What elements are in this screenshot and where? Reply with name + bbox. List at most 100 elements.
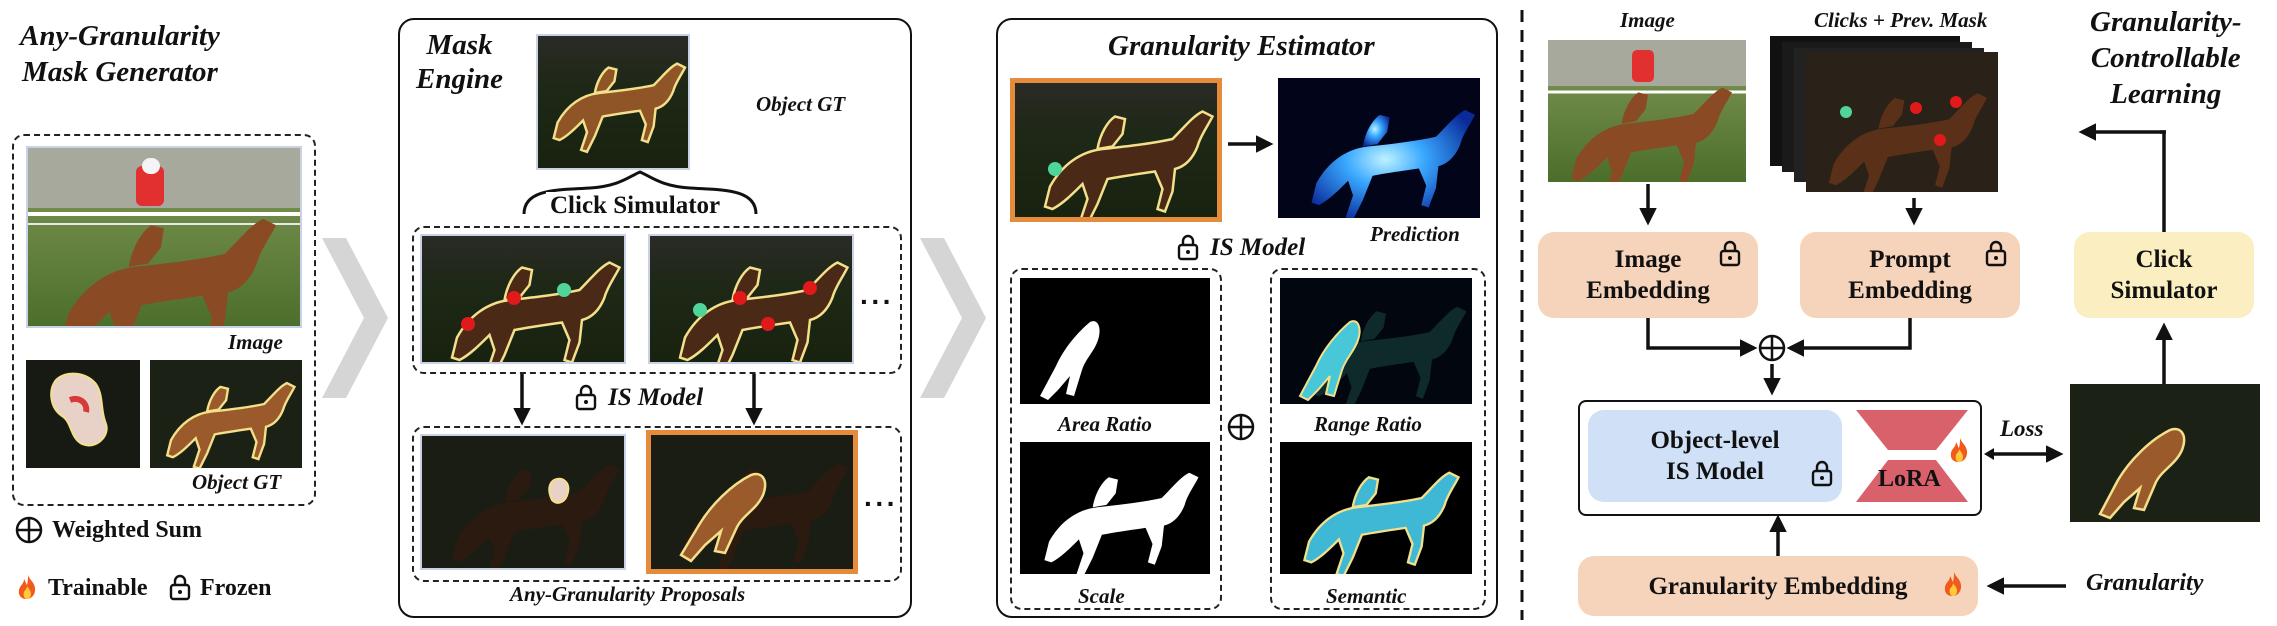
clicks-prev-mask-image	[1806, 52, 1998, 192]
estimator-lock-icon	[1177, 234, 1199, 261]
engine-object-gt	[536, 34, 690, 170]
output-mask	[2070, 384, 2260, 522]
weighted-sum-icon	[1227, 413, 1255, 441]
range-ratio-label: Range Ratio	[1314, 412, 1422, 436]
legend-weighted-sum: Weighted Sum	[52, 517, 203, 543]
horse-input-image	[1015, 83, 1217, 217]
legend-frozen: Frozen	[200, 575, 272, 601]
engine-is-model-label: IS Model	[608, 384, 704, 411]
mask-engine-title-line1: Mask	[426, 29, 493, 61]
mask-engine-title-line2: Engine	[416, 63, 504, 95]
left-image-photo	[26, 146, 302, 328]
granularity-to-model-arrow	[1769, 514, 1787, 556]
click-simulator-line1: Click	[2135, 246, 2193, 273]
prediction-map	[1278, 78, 1480, 218]
learning-horse-image	[1548, 40, 1746, 182]
image-embedding-line2: Embedding	[1586, 277, 1710, 304]
is-model-lock-icon	[1811, 460, 1833, 487]
range-ratio-map	[1280, 278, 1472, 404]
trainable-flame-icon	[18, 575, 36, 599]
output-mask-image	[2070, 384, 2260, 522]
horse-mask-image	[150, 360, 302, 468]
is-model-line2: IS Model	[1666, 458, 1764, 485]
proposals-ellipsis: ···	[864, 488, 898, 519]
prompt-embedding-block: Prompt Embedding	[1800, 232, 2020, 318]
weighted-sum-icon	[15, 516, 43, 544]
click-simulator-block: Click Simulator	[2074, 232, 2254, 318]
left-object-gt-label: Object GT	[192, 470, 282, 494]
granularity-flame-icon	[1944, 572, 1962, 596]
image-to-embedding-arrow	[1639, 184, 1657, 226]
learning-title-line1: Granularity-	[2090, 6, 2242, 38]
lora-label: LoRA	[1878, 466, 1941, 492]
click-samples-box	[412, 226, 902, 374]
embedding-connectors	[1646, 318, 1912, 396]
estimator-input	[1010, 78, 1222, 222]
loss-label: Loss	[2000, 416, 2044, 441]
semantic-image	[1280, 442, 1472, 574]
area-ratio-map	[1020, 278, 1210, 404]
clicks-label: Clicks + Prev. Mask	[1814, 8, 1988, 32]
mask-engine-panel	[398, 18, 912, 618]
left-mask-small	[26, 360, 140, 468]
proposals-box	[412, 426, 902, 582]
proposal-2-selected	[646, 430, 858, 574]
object-level-is-model-block: Object-level IS Model	[1588, 410, 1842, 502]
click-simulator-brace	[522, 170, 758, 215]
area-ratio-image	[1020, 278, 1210, 404]
weighted-sum-icon	[1758, 334, 1786, 362]
semantic-label: Semantic	[1326, 584, 1407, 608]
legend-trainable: Trainable	[48, 575, 148, 601]
click-samples-ellipsis: ···	[860, 286, 894, 317]
left-title-line1: Any-Granularity	[20, 20, 220, 52]
loss-double-arrow	[1984, 445, 2064, 463]
chevron-right-icon	[920, 238, 986, 398]
rider-mask-image	[26, 360, 140, 468]
is-model-line1: Object-level	[1650, 427, 1780, 454]
image-embedding-lock-icon	[1719, 240, 1741, 267]
frozen-lock-icon	[169, 574, 191, 601]
left-object-gt	[150, 360, 302, 468]
feedback-arrow	[2078, 123, 2166, 141]
range-semantic-box	[1270, 268, 1486, 610]
mask-to-click-simulator-arrow	[2155, 322, 2173, 384]
learning-title: Granularity- Controllable Learning	[2090, 4, 2241, 112]
proposal-1	[420, 434, 626, 570]
prediction-heatmap-image	[1278, 78, 1480, 218]
mask-engine-title: Mask Engine	[416, 28, 503, 96]
lora-flame-icon	[1950, 438, 1968, 462]
prompt-embedding-line1: Prompt	[1869, 246, 1951, 273]
granularity-embedding-block: Granularity Embedding	[1578, 556, 1978, 616]
estimator-is-model-label: IS Model	[1210, 234, 1306, 261]
prompt-embedding-lock-icon	[1985, 240, 2007, 267]
scale-label: Scale	[1078, 584, 1125, 608]
range-ratio-image	[1280, 278, 1472, 404]
learning-image-label: Image	[1620, 8, 1675, 32]
clicks-horse-image	[1806, 52, 1998, 192]
learning-image	[1548, 40, 1746, 182]
prediction-label: Prediction	[1370, 222, 1460, 246]
estimator-arrow	[1228, 135, 1274, 153]
learning-title-line3: Learning	[2110, 78, 2222, 110]
area-scale-box	[1010, 268, 1222, 610]
is-model-lock-icon	[575, 384, 597, 411]
granularity-embedding-text: Granularity Embedding	[1648, 572, 1908, 600]
click-sample-1	[420, 234, 626, 364]
learning-title-line2: Controllable	[2090, 42, 2241, 74]
scale-map	[1020, 442, 1210, 574]
clicks-to-embedding-arrow	[1905, 198, 1923, 226]
horse-click-image-2	[650, 236, 852, 362]
prompt-embedding-line2: Embedding	[1848, 277, 1972, 304]
click-sample-2	[648, 234, 854, 364]
estimator-title: Granularity Estimator	[1108, 30, 1375, 62]
clicks-stack	[1770, 36, 2034, 196]
click-simulator-label: Click Simulator	[546, 192, 725, 220]
granularity-label: Granularity	[2086, 570, 2204, 596]
horse-click-image-1	[422, 236, 624, 362]
chevron-right-icon	[322, 238, 388, 398]
proposals-label: Any-Granularity Proposals	[510, 582, 746, 606]
rider-proposal-image	[422, 436, 624, 568]
horse-gt-image	[538, 36, 688, 168]
scale-image	[1020, 442, 1210, 574]
section-divider	[1520, 10, 1524, 620]
